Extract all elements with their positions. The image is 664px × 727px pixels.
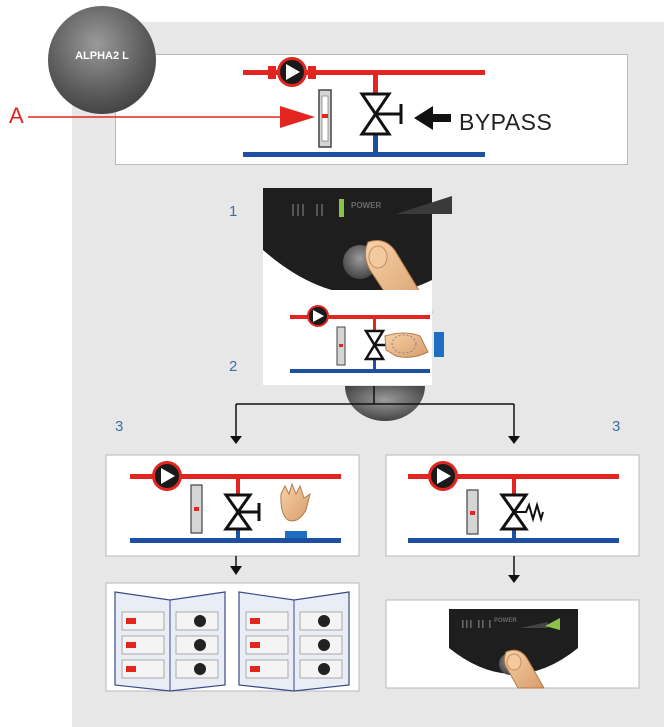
level-bars-icon bbox=[520, 622, 548, 628]
active-led-icon bbox=[339, 199, 344, 217]
arrow-down-icon bbox=[508, 436, 520, 444]
led-indicator-icon bbox=[292, 204, 323, 216]
power-label-small: POWER bbox=[494, 618, 517, 624]
branch-arrows bbox=[235, 386, 515, 438]
flow-indicator-icon bbox=[318, 89, 332, 148]
level-bars-icon bbox=[396, 196, 452, 214]
return-pipe bbox=[243, 152, 485, 157]
stop-hand-icon bbox=[280, 482, 311, 538]
pressing-finger-icon bbox=[503, 649, 545, 689]
manual-book-icon bbox=[114, 591, 226, 692]
pump-icon bbox=[428, 461, 458, 491]
control-panel-result bbox=[449, 609, 578, 689]
step-3-right-label: 3 bbox=[612, 418, 621, 435]
active-led-icon bbox=[545, 618, 560, 630]
top-piping-diagram bbox=[28, 57, 485, 157]
pump-icon bbox=[268, 57, 316, 87]
step-1-label: 1 bbox=[229, 203, 238, 220]
left-piping-diagram bbox=[130, 461, 341, 543]
product-badge bbox=[48, 6, 156, 114]
step-3-left-label: 3 bbox=[115, 418, 124, 435]
right-piping-diagram bbox=[408, 461, 619, 543]
pump-icon bbox=[307, 305, 329, 327]
supply-pipe bbox=[243, 70, 485, 75]
bypass-valve-icon bbox=[363, 329, 392, 361]
pump-icon bbox=[152, 461, 182, 491]
manual-book-icon bbox=[238, 591, 350, 692]
bypass-valve-icon bbox=[359, 92, 403, 136]
bypass-arrow-icon bbox=[414, 106, 451, 130]
arrow-down-icon bbox=[230, 566, 242, 575]
bypass-valve-icon bbox=[223, 493, 261, 531]
bypass-label: BYPASS bbox=[459, 109, 553, 135]
turning-hand-icon bbox=[384, 332, 444, 358]
step-2-label: 2 bbox=[229, 358, 238, 375]
bypass-valve-auto-icon bbox=[499, 493, 544, 531]
arrow-down-icon bbox=[508, 575, 520, 583]
led-indicator-icon bbox=[462, 620, 491, 628]
valve-open-step2 bbox=[263, 290, 444, 385]
marker-a-arrowhead bbox=[280, 106, 315, 128]
arrow-down-icon bbox=[230, 436, 242, 444]
marker-a-label: A bbox=[9, 103, 24, 128]
product-label: ALPHA2 L bbox=[75, 50, 129, 62]
power-label: POWER bbox=[351, 201, 382, 210]
